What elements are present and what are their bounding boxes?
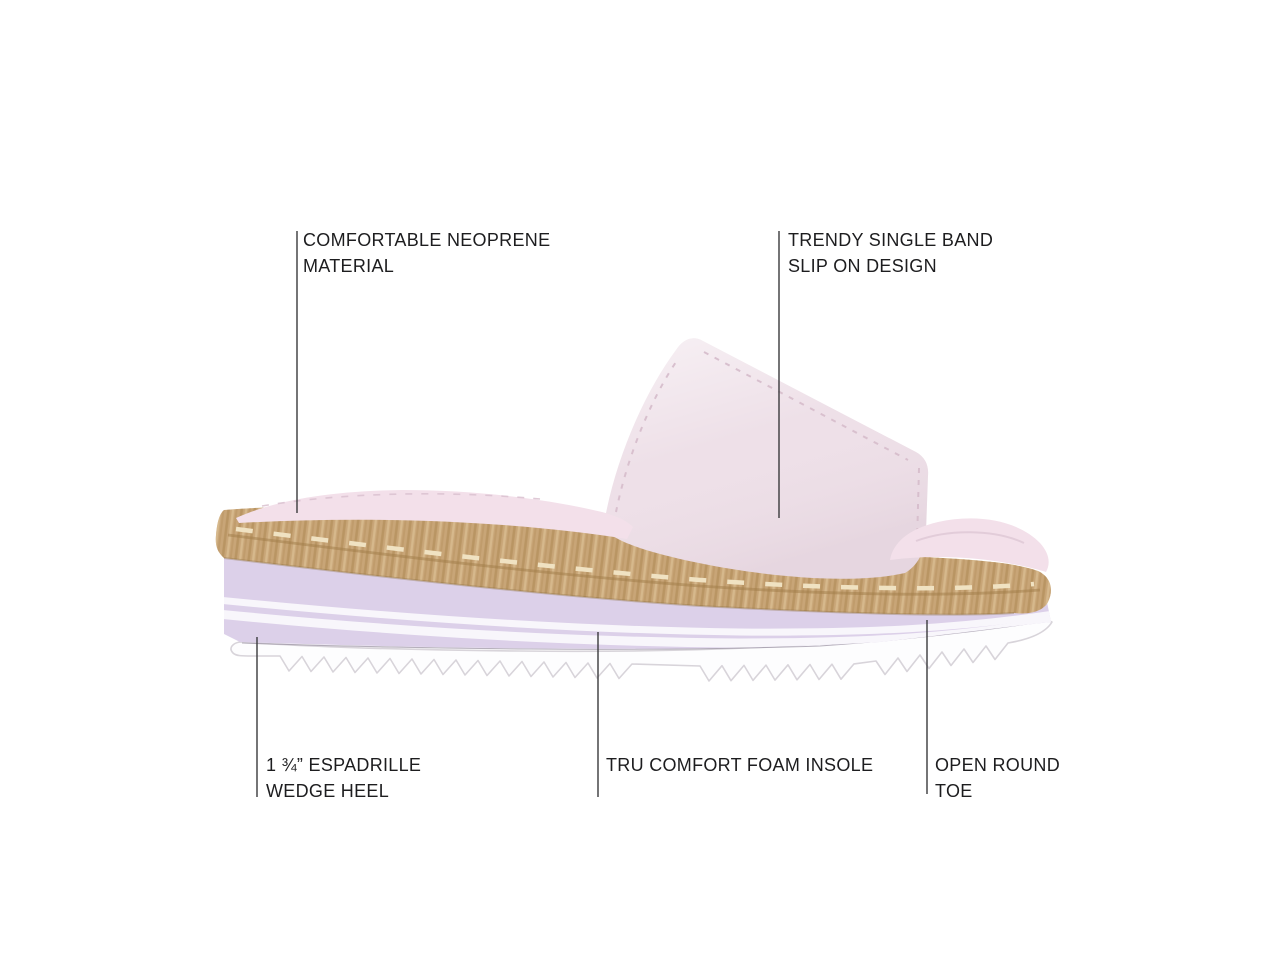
wedge-stripe-upper <box>224 596 1051 636</box>
callout-text-line: TRU COMFORT FOAM INSOLE <box>606 755 874 775</box>
callout-text-line: TOE <box>935 781 973 801</box>
jute-seam-groove <box>227 533 1041 596</box>
callout-label-single-band: TRENDY SINGLE BAND SLIP ON DESIGN <box>788 227 993 279</box>
callout-text-line: SLIP ON DESIGN <box>788 256 937 276</box>
callout-text-line: COMFORTABLE NEOPRENE <box>303 230 551 250</box>
outsole <box>230 619 1053 682</box>
footbed-toe-crease <box>915 531 1025 544</box>
wedge-midsole <box>224 558 1051 649</box>
footbed-heel <box>236 490 633 539</box>
callout-text-line: WEDGE HEEL <box>266 781 390 801</box>
callout-label-open-toe: OPEN ROUND TOE <box>935 752 1060 804</box>
footbed-heel-stitch <box>261 493 541 507</box>
jute-bottom-shadow <box>223 557 1015 616</box>
callout-text-line: TRENDY SINGLE BAND <box>788 230 994 250</box>
callout-text-line: 1 ¾” ESPADRILLE <box>266 755 422 775</box>
footbed-toe-pillow <box>890 518 1049 572</box>
callout-label-neoprene-material: COMFORTABLE NEOPRENE MATERIAL <box>303 227 550 279</box>
shoe-band-sheen <box>604 338 929 579</box>
callout-text-line: OPEN ROUND <box>935 755 1061 775</box>
outsole-top-hairline <box>241 620 1049 650</box>
callout-label-foam-insole: TRU COMFORT FOAM INSOLE <box>606 752 873 778</box>
callout-text-line: MATERIAL <box>303 256 395 276</box>
callout-label-wedge-heel: 1 ¾” ESPADRILLE WEDGE HEEL <box>266 752 421 804</box>
